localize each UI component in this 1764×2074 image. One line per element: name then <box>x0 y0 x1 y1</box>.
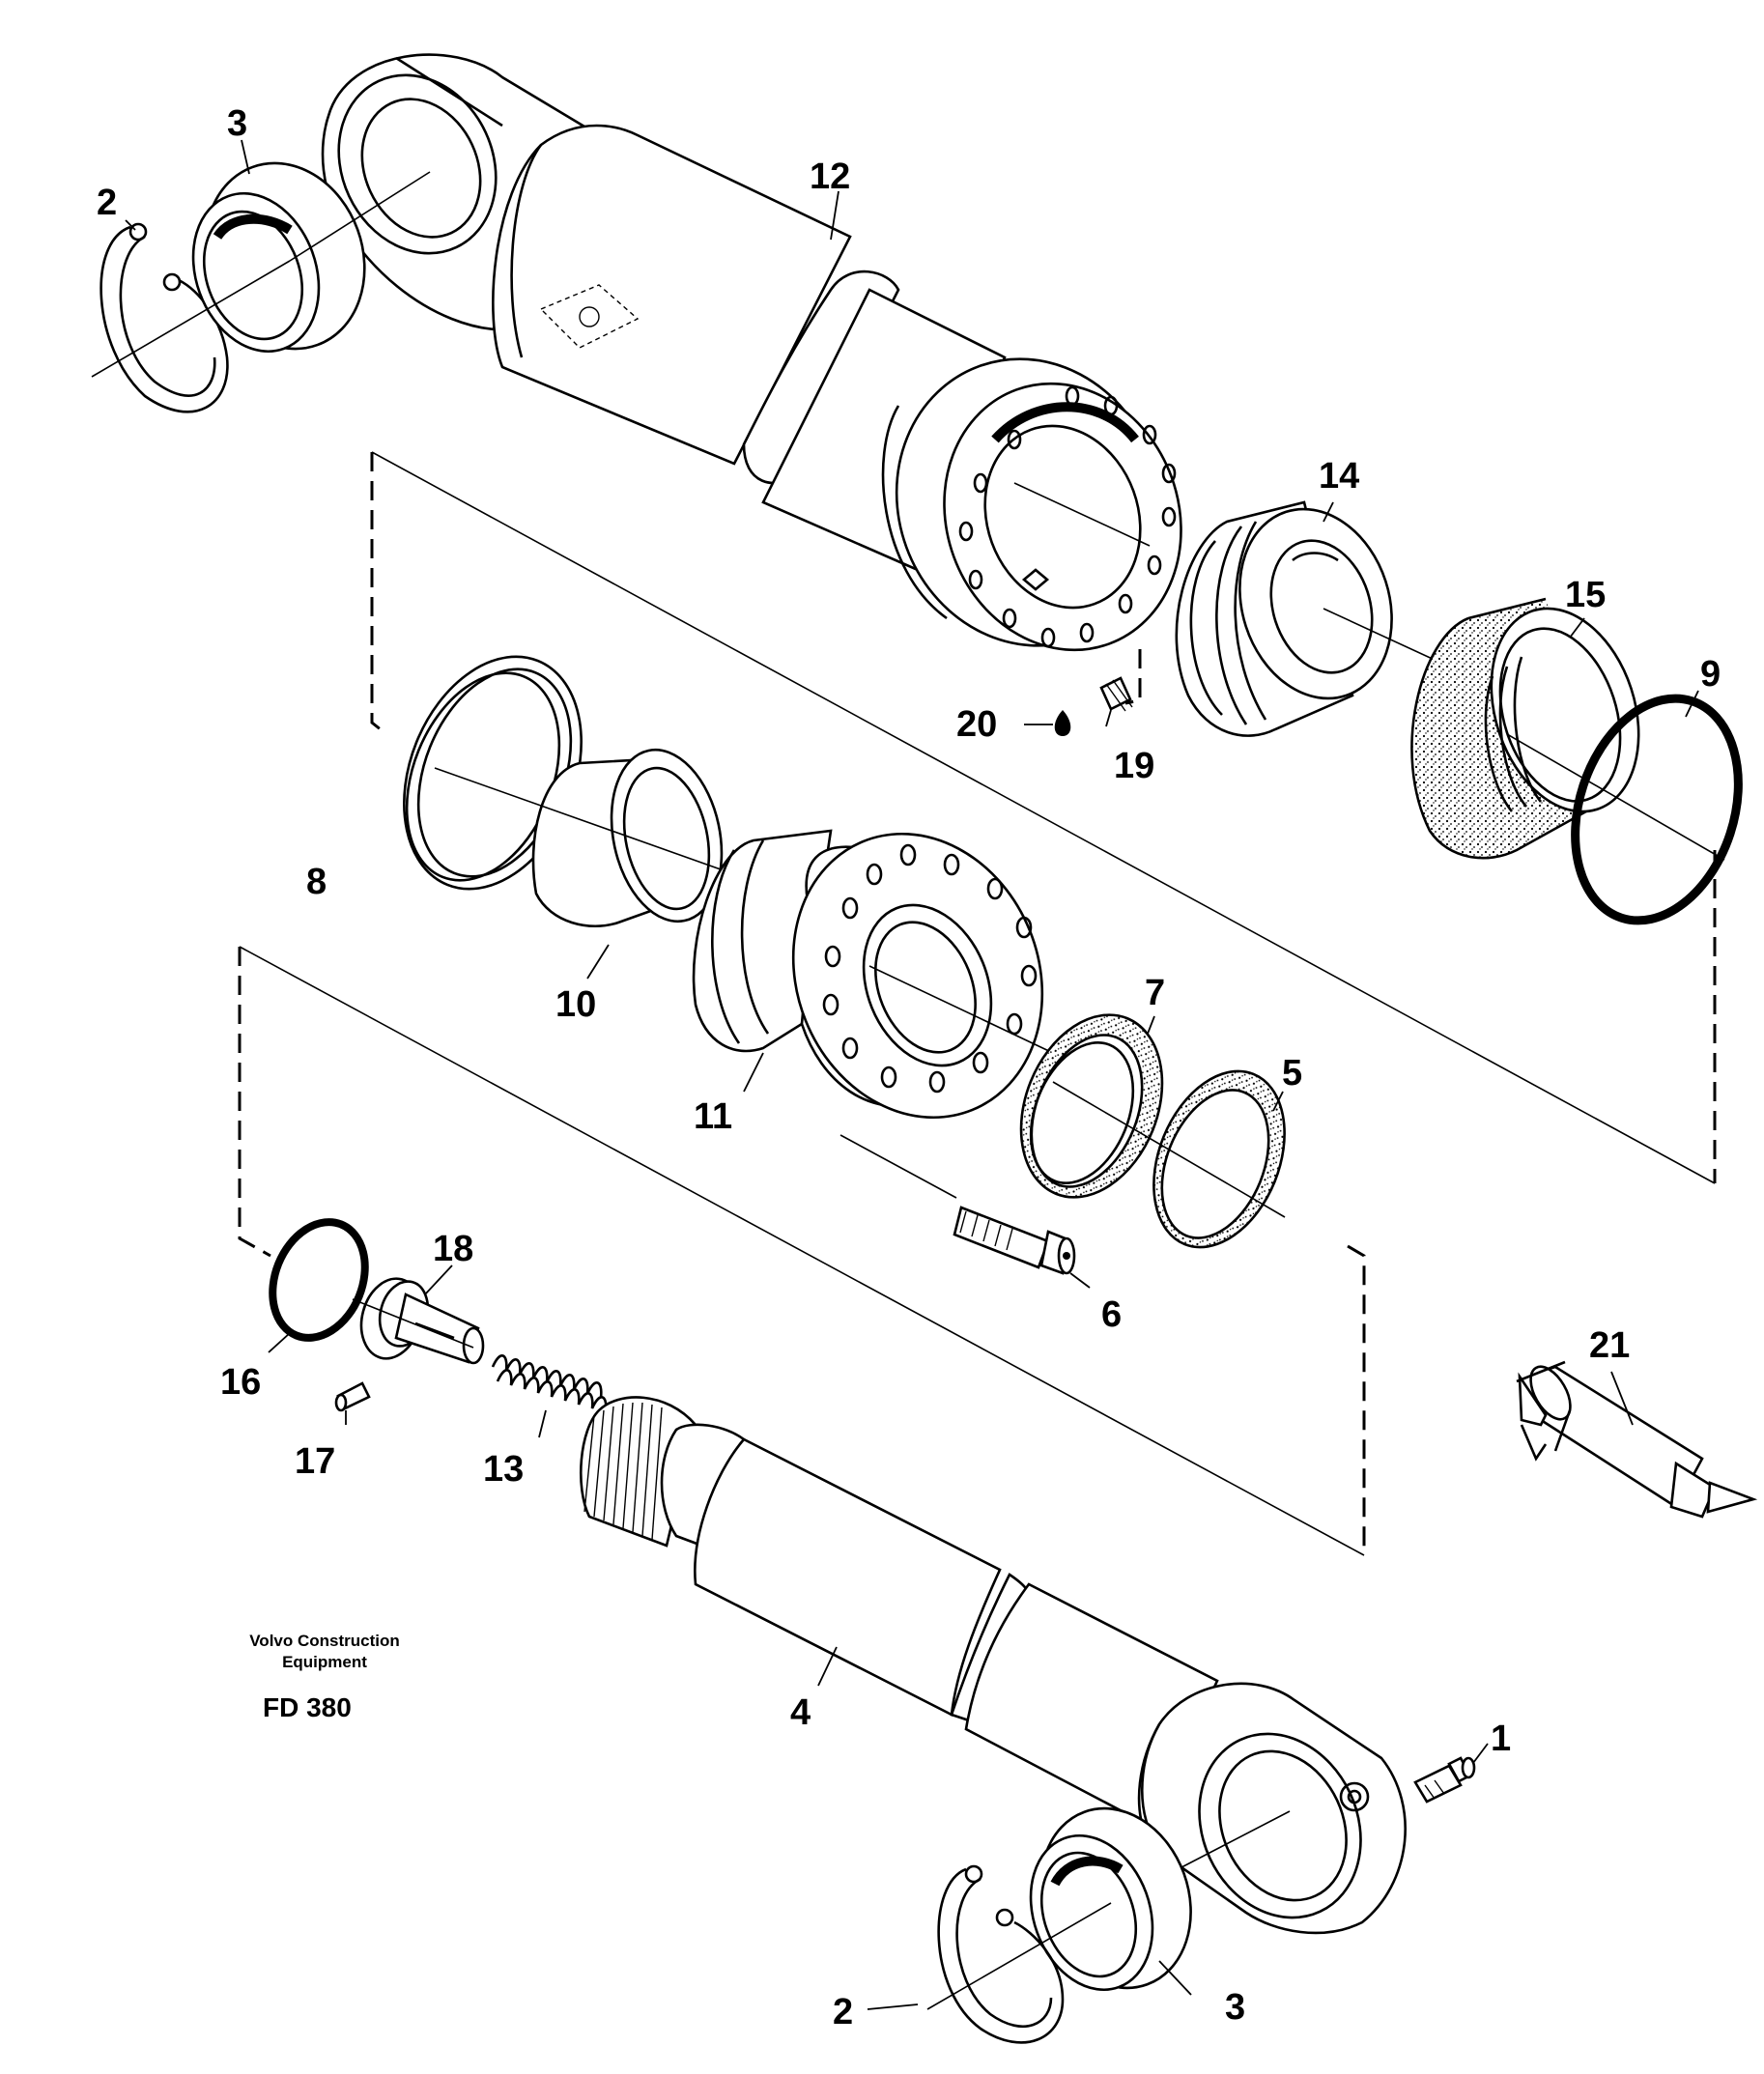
grease-nipple-part <box>1413 1756 1476 1804</box>
callout-7: 7 <box>1145 973 1165 1013</box>
callout-20: 20 <box>956 704 997 745</box>
callout-2-top: 2 <box>97 183 117 223</box>
set-screw-part <box>1099 676 1133 712</box>
callout-3-bottom: 3 <box>1225 1987 1245 2028</box>
o-ring-large-part <box>1506 694 1743 925</box>
company-name-line1: Volvo Construction <box>249 1632 400 1650</box>
callout-16: 16 <box>220 1362 261 1403</box>
callout-2-bottom: 2 <box>833 1992 853 2032</box>
callout-10: 10 <box>555 984 596 1025</box>
cylinder-head-part <box>692 829 1054 1199</box>
callout-13: 13 <box>483 1449 524 1490</box>
piston-rod-part <box>580 1396 1407 1935</box>
drawing-caption: Volvo Construction Equipment FD 380 <box>249 1632 400 1722</box>
rod-seal-part <box>1019 1013 1164 1199</box>
callout-4: 4 <box>790 1692 811 1733</box>
callout-6: 6 <box>1101 1294 1122 1335</box>
callout-labels: 1 2 2 3 3 4 5 6 7 8 9 10 11 12 13 14 15 … <box>97 103 1721 2032</box>
callout-15: 15 <box>1565 575 1606 615</box>
pin-part <box>334 1381 371 1412</box>
callout-3-top: 3 <box>227 103 247 144</box>
spring-part <box>491 1354 608 1413</box>
spherical-bearing-top-part <box>191 161 366 354</box>
ball-part <box>1054 710 1071 736</box>
circlip-bottom-part <box>937 1864 1065 2044</box>
piston-part <box>1175 500 1450 737</box>
callout-21: 21 <box>1589 1325 1630 1366</box>
callout-8: 8 <box>306 862 327 902</box>
bushing-part <box>434 748 735 928</box>
callout-11: 11 <box>694 1096 732 1137</box>
spherical-bearing-bottom-part <box>1029 1806 1192 1992</box>
check-valve-part <box>352 1277 485 1365</box>
callout-17: 17 <box>295 1441 335 1482</box>
leader-lines <box>125 139 1699 2010</box>
callout-14: 14 <box>1319 456 1359 497</box>
callout-12: 12 <box>810 156 850 197</box>
company-name-line2: Equipment <box>282 1653 367 1671</box>
callout-9: 9 <box>1700 654 1721 695</box>
callout-5: 5 <box>1282 1053 1302 1094</box>
assembly-guide-lines <box>238 451 1717 1556</box>
callout-1: 1 <box>1491 1719 1511 1759</box>
callout-18: 18 <box>433 1229 473 1269</box>
drawing-code: FD 380 <box>263 1692 352 1722</box>
grease-cartridge-part <box>1516 1360 1758 1519</box>
wiper-ring-part <box>1052 1069 1286 1249</box>
o-ring-small-part <box>269 1218 369 1342</box>
cylinder-tube-part <box>321 53 1182 652</box>
callout-19: 19 <box>1114 746 1154 786</box>
piston-seal-part <box>1410 597 1640 860</box>
head-screw-part <box>953 1206 1076 1275</box>
